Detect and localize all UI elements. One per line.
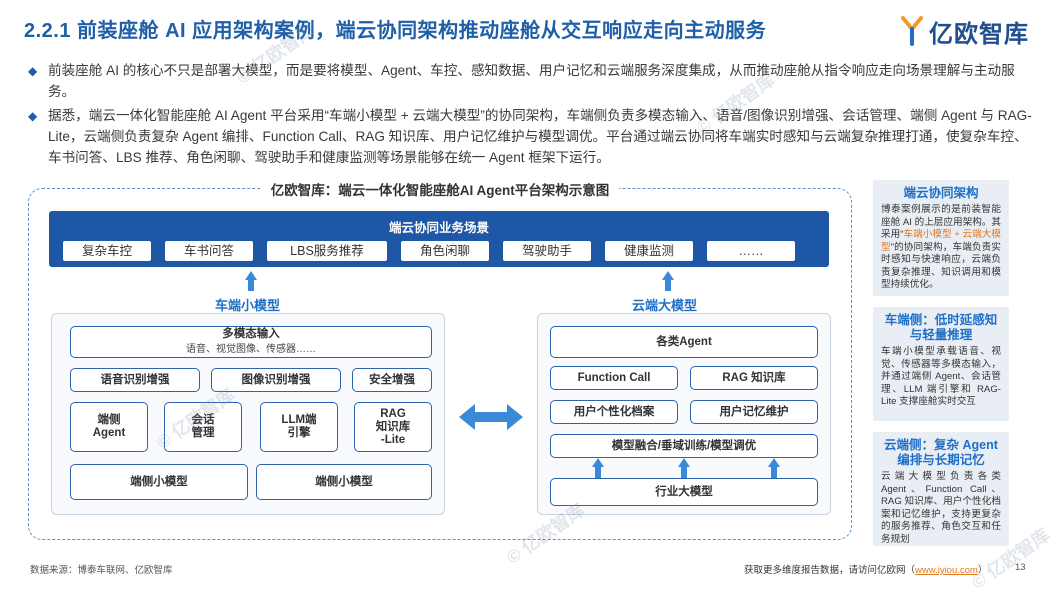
rag-knowledge-box: RAG 知识库	[690, 366, 818, 390]
session-management-box: 会话 管理	[164, 402, 242, 452]
logo-icon	[901, 16, 923, 46]
up-arrow-icon	[662, 271, 674, 291]
note-cloud: 云端侧：复杂 Agent 编排与长期记忆 云端大模型负责各类 Agent、Fun…	[873, 432, 1009, 546]
cloud-panel: 各类Agent Function Call RAG 知识库 用户个性化档案 用户…	[537, 313, 831, 515]
note-vehicle: 车端侧：低时延感知与轻量推理 车端小模型承载语音、视觉、传感器等多模态输入，并通…	[873, 307, 1009, 421]
diamond-icon: ◆	[28, 109, 38, 123]
logo-text: 亿欧智库	[929, 20, 1029, 48]
diamond-icon: ◆	[28, 64, 38, 78]
note-body: 云端大模型负责各类 Agent、Function Call、RAG 知识库、用户…	[881, 471, 1001, 545]
up-arrow-icon	[768, 458, 780, 478]
scene-item: ……	[707, 241, 795, 261]
scene-item: 角色闲聊	[401, 241, 489, 261]
scene-bar: 端云协同业务场景 复杂车控 车书问答 LBS服务推荐 角色闲聊 驾驶助手 健康监…	[49, 211, 829, 267]
bullet-text: 据悉，端云一体化智能座舱 AI Agent 平台采用“车端小模型 + 云端大模型…	[48, 108, 1032, 165]
edge-agent-box: 端侧 Agent	[70, 402, 148, 452]
architecture-diagram: 亿欧智库：端云一体化智能座舱AI Agent平台架构示意图 端云协同业务场景 复…	[28, 183, 852, 540]
up-arrow-icon	[592, 458, 604, 478]
bullet-item: ◆ 前装座舱 AI 的核心不只是部署大模型，而是要将模型、Agent、车控、感知…	[28, 60, 1038, 102]
bullet-list: ◆ 前装座舱 AI 的核心不只是部署大模型，而是要将模型、Agent、车控、感知…	[28, 60, 1038, 171]
vehicle-model-label: 车端小模型	[215, 298, 281, 313]
note-body: 博泰案例展示的是前装智能座舱 AI 的上层应用架构。其采用“车端小模型 + 云端…	[881, 204, 1001, 290]
scene-item: 复杂车控	[63, 241, 151, 261]
function-call-box: Function Call	[550, 366, 678, 390]
multimodal-input-box: 多模态输入 语音、视觉图像、传感器……	[70, 326, 432, 358]
note-title: 端云协同架构	[903, 186, 979, 200]
scene-item: 驾驶助手	[503, 241, 591, 261]
up-arrow-icon	[678, 458, 690, 478]
llm-engine-box: LLM端 引擎	[260, 402, 338, 452]
model-fusion-box: 模型融合/垂域训练/模型调优	[550, 434, 818, 458]
note-body: 车端小模型承载语音、视觉、传感器等多模态输入，并通过端侧 Agent、会话管理、…	[881, 346, 1001, 407]
user-profile-box: 用户个性化档案	[550, 400, 678, 424]
scene-list: 复杂车控 车书问答 LBS服务推荐 角色闲聊 驾驶助手 健康监测 ……	[63, 241, 795, 261]
rag-lite-box: RAG 知识库 -Lite	[354, 402, 432, 452]
data-source: 数据来源：博泰车联网、亿欧智库	[30, 565, 173, 576]
page-title: 2.2.1 前装座舱 AI 应用架构案例，端云协同架构推动座舱从交互响应走向主动…	[24, 20, 767, 42]
scene-title: 端云协同业务场景	[388, 221, 489, 235]
logo: 亿欧智库	[901, 14, 1029, 48]
bidirectional-arrow-icon	[459, 404, 523, 430]
industry-model-box: 行业大模型	[550, 478, 818, 506]
diagram-title: 亿欧智库：端云一体化智能座舱AI Agent平台架构示意图	[29, 179, 851, 200]
agents-box: 各类Agent	[550, 326, 818, 358]
user-memory-box: 用户记忆维护	[690, 400, 818, 424]
note-title: 云端侧：复杂 Agent 编排与长期记忆	[884, 438, 998, 467]
speech-recognition-box: 语音识别增强	[70, 368, 200, 392]
image-recognition-box: 图像识别增强	[211, 368, 341, 392]
security-box: 安全增强	[352, 368, 432, 392]
vehicle-panel: 多模态输入 语音、视觉图像、传感器…… 语音识别增强 图像识别增强 安全增强 端…	[51, 313, 445, 515]
edge-small-model-box: 端侧小模型	[256, 464, 432, 500]
cloud-model-label: 云端大模型	[632, 298, 698, 313]
scene-item: 车书问答	[165, 241, 253, 261]
page-number: 13	[1015, 562, 1026, 573]
note-title: 车端侧：低时延感知与轻量推理	[884, 313, 998, 342]
scene-item: 健康监测	[605, 241, 693, 261]
edge-small-model-box: 端侧小模型	[70, 464, 248, 500]
website-link[interactable]: www.iyiou.com	[915, 565, 978, 576]
note-collaboration: 端云协同架构 博泰案例展示的是前装智能座舱 AI 的上层应用架构。其采用“车端小…	[873, 180, 1009, 296]
up-arrow-icon	[245, 271, 257, 291]
bullet-item: ◆ 据悉，端云一体化智能座舱 AI Agent 平台采用“车端小模型 + 云端大…	[28, 105, 1038, 168]
bullet-text: 前装座舱 AI 的核心不只是部署大模型，而是要将模型、Agent、车控、感知数据…	[48, 63, 1015, 99]
footer-link-text: 获取更多维度报告数据，请访问亿欧网（www.iyiou.com）	[744, 565, 988, 576]
scene-item: LBS服务推荐	[267, 241, 387, 261]
